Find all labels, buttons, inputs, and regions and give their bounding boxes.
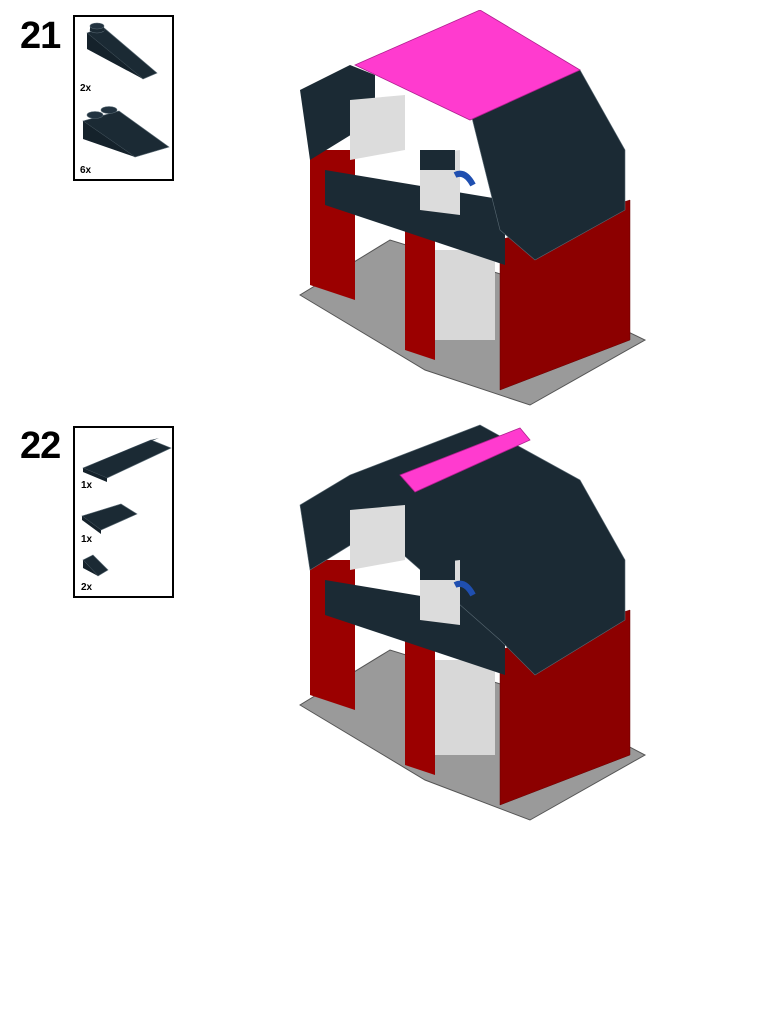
slope-ridge-2x6-part-icon [82,438,172,482]
model-step-22-illustration [299,424,647,821]
quantity-label: 1x [81,480,93,491]
quantity-label: 1x [81,534,93,545]
parts-callout-step-21: 2x 6x [73,15,174,181]
quantity-label: 6x [80,165,92,176]
step-number-21: 21 [20,15,61,57]
slope-1x1-part-icon [82,554,109,577]
parts-callout-step-22: 1x 1x 2x [73,426,174,598]
model-step-21-illustration [299,10,647,406]
slope-1x3-part-icon [86,22,158,80]
quantity-label: 2x [80,83,92,94]
quantity-label: 2x [81,582,93,593]
step-number-22: 22 [20,425,61,467]
slope-ridge-2x3-part-icon [81,503,138,534]
slope-2x4-part-icon [82,106,170,158]
